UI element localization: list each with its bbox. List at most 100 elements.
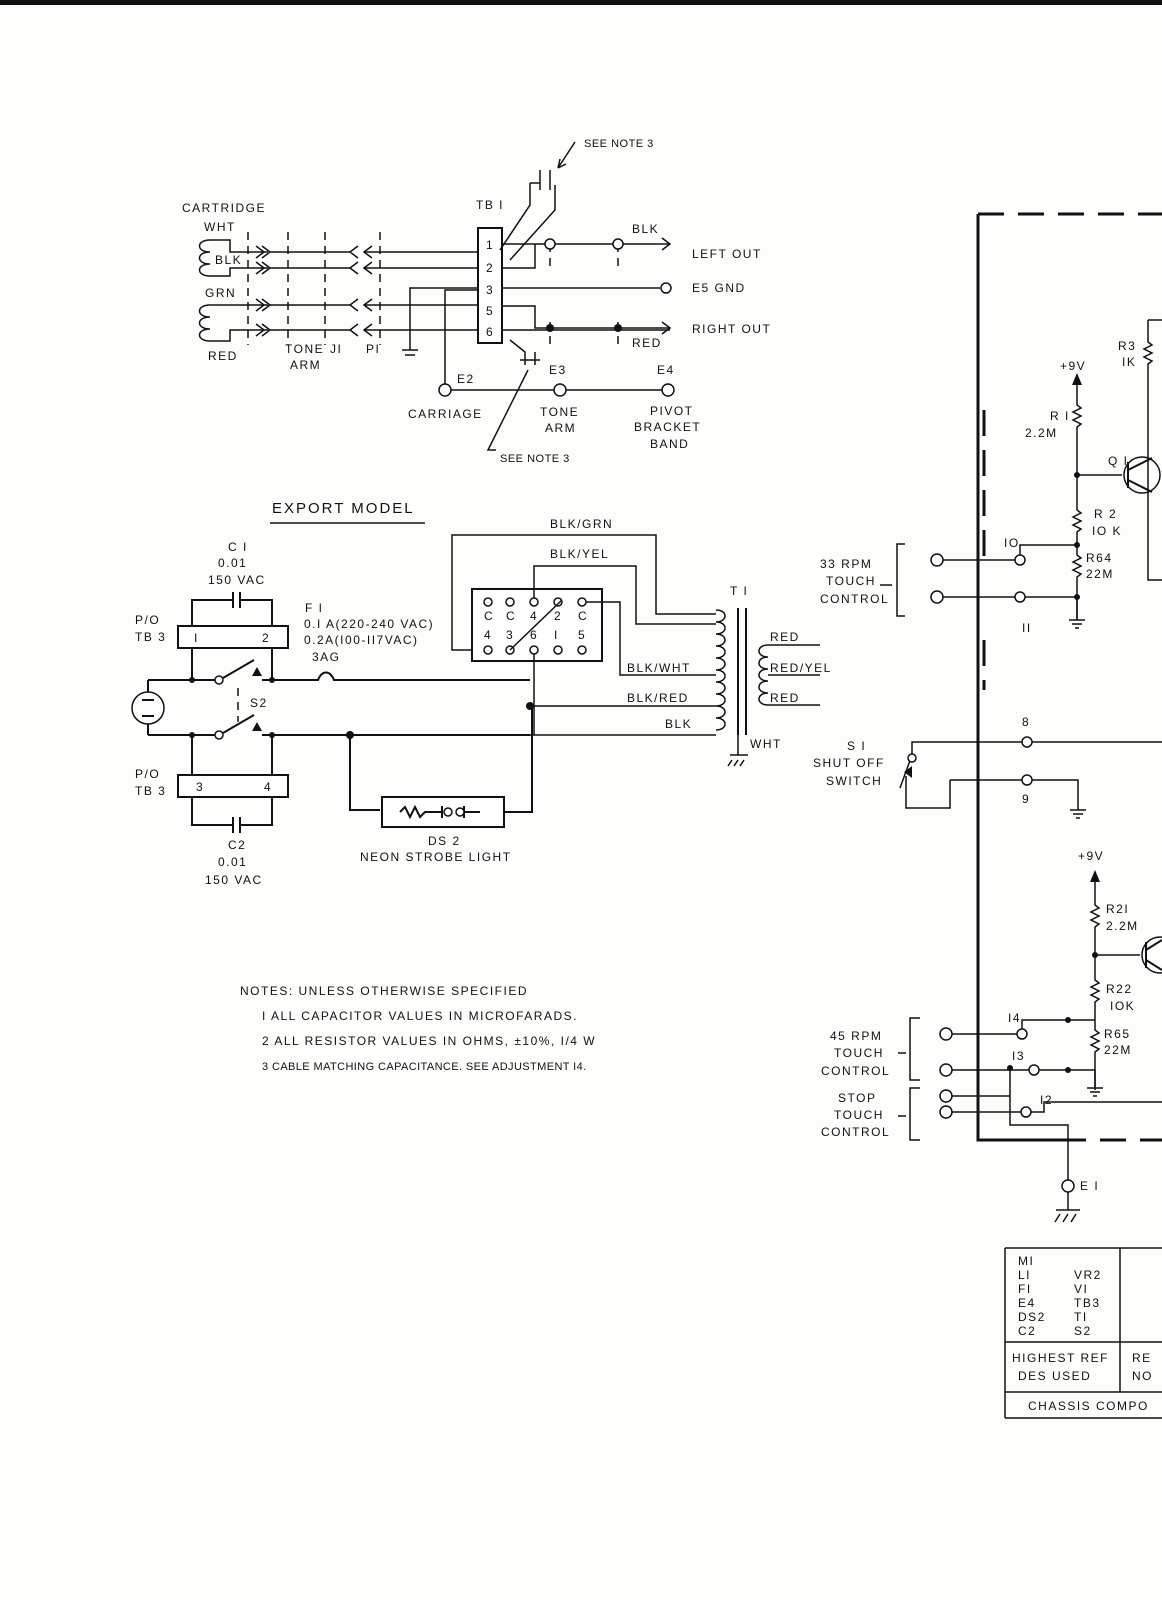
rpm33-bracket: [880, 543, 905, 617]
t1-primary: [715, 609, 726, 731]
q1-symbol: [1127, 457, 1153, 493]
mains-leads: [148, 679, 215, 736]
r2-r64-node: [1074, 542, 1080, 548]
right-out-label: RIGHT OUT: [692, 322, 771, 336]
cartridge-title: CARTRIDGE: [182, 201, 266, 215]
sel-row2-b: 3: [506, 628, 514, 642]
f1-rating-a: 0.I A(220-240 VAC): [304, 617, 434, 631]
tone-arm-wires: [270, 251, 350, 331]
e1-terminal: [1061, 1179, 1075, 1193]
node-9-label: 9: [1022, 792, 1030, 806]
cartridge-blk-label: BLK: [215, 253, 242, 267]
sel-row1-b: C: [506, 609, 516, 623]
reference-table: MI LI FI E4 DS2 C2 VR2 VI TB3 TI S2 HIGH…: [1004, 1247, 1162, 1419]
cartridge-section: CARTRIDGE WHT BLK GRN RED TONE ARM JI PI: [182, 201, 478, 372]
stop-leads: [952, 1095, 1021, 1113]
rpm33-pad-a[interactable]: [930, 553, 944, 567]
s2-blades: [222, 659, 255, 734]
r1-label: R I: [1050, 409, 1070, 423]
node-13-label: I3: [1012, 1049, 1025, 1063]
right-red-label: RED: [632, 336, 662, 350]
rpm33-label-a: 33 RPM: [820, 557, 872, 571]
arm-label: ARM: [545, 421, 576, 435]
node-11-label: II: [1022, 621, 1032, 635]
node-14-label: I4: [1008, 1011, 1021, 1025]
cartridge-wht-label: WHT: [204, 220, 236, 234]
sel-hole-9: [553, 645, 563, 655]
blk-red-label: BLK/RED: [627, 691, 689, 705]
rpm33-label-b: TOUCH: [826, 574, 876, 588]
band-label: BAND: [650, 437, 689, 451]
sel-row1-e: C: [578, 609, 588, 623]
rpm33-pad-b[interactable]: [930, 590, 944, 604]
tb3-terminal-3: 3: [196, 780, 204, 794]
node-12-return: [1009, 1068, 1069, 1180]
sel-row2-c: 6: [530, 628, 538, 642]
c1-value: 0.01: [218, 556, 247, 570]
table-header-2: DES USED: [1018, 1369, 1091, 1383]
lead-blk-yel: [533, 565, 716, 625]
e5-gnd-label: E5 GND: [692, 281, 746, 295]
blk-yel-label: BLK/YEL: [550, 547, 609, 561]
plug-arrows: [255, 245, 272, 337]
q1-transistor: [1123, 456, 1161, 494]
ds2-name: NEON STROBE LIGHT: [360, 850, 512, 864]
r22-label: R22: [1106, 982, 1133, 996]
node-11-terminal: [1014, 591, 1026, 603]
sel-hole-10: [577, 645, 587, 655]
r64-value: 22M: [1086, 567, 1114, 581]
shield-node-4: [614, 324, 622, 332]
r1-value: 2.2M: [1025, 426, 1058, 440]
tone-arm-label: TONE: [285, 342, 324, 356]
q1-label: Q I: [1108, 454, 1129, 468]
note3-cap-bottom: [509, 339, 540, 365]
table-footer: CHASSIS COMPO: [1028, 1399, 1149, 1413]
s1-label-c: SWITCH: [826, 774, 882, 788]
jack-arrows: [348, 245, 373, 337]
mains-run: [262, 671, 530, 811]
p9v-bottom-label: +9V: [1078, 849, 1104, 863]
audio-output: BLK LEFT OUT E5 GND RED RIGHT OUT SEE NO…: [486, 138, 771, 465]
tb3-bot-label: TB 3: [135, 784, 166, 798]
blk-wht-label: BLK/WHT: [627, 661, 691, 675]
table-c1-r4: E4: [1018, 1296, 1036, 1310]
r2-label: R 2: [1094, 507, 1117, 521]
left-blk-label: BLK: [632, 222, 659, 236]
table-c2-r1: VR2: [1074, 1268, 1102, 1282]
t1-label: T I: [730, 584, 748, 598]
sel-row1-c: 4: [530, 609, 538, 623]
t1-secondary: [758, 644, 769, 706]
node-12-label: I2: [1040, 1093, 1053, 1107]
table-header-4: NO: [1132, 1369, 1153, 1383]
p9v-top-label: +9V: [1060, 359, 1086, 373]
sel-row2-a: 4: [484, 628, 492, 642]
mains-plug-pins: [142, 680, 154, 735]
stop-pad-a[interactable]: [939, 1089, 953, 1103]
export-model-title: EXPORT MODEL: [272, 500, 415, 517]
cartridge-grn-label: GRN: [205, 286, 236, 300]
stop-pad-b[interactable]: [939, 1105, 953, 1119]
sel-jumper: [509, 599, 563, 735]
r21-r22-r65-chain: [1089, 880, 1101, 1090]
node-8-terminal: [1021, 736, 1033, 748]
tb1-body: [477, 227, 503, 344]
lead-blk-wht: [586, 601, 716, 676]
bracket-label: BRACKET: [634, 420, 701, 434]
sel-hole-4: [553, 597, 563, 607]
tb1-pin-5: 5: [486, 304, 494, 318]
sel-hole-5: [577, 597, 587, 607]
s1-contact: [907, 753, 917, 763]
node-9-terminal: [1021, 774, 1033, 786]
rpm45-pad-b[interactable]: [939, 1063, 953, 1077]
tb3-risers: [191, 648, 273, 775]
node-13-terminal: [1028, 1064, 1040, 1076]
p1-label: PI: [366, 342, 380, 356]
sel-hole-6: [483, 645, 493, 655]
rpm45-label-c: CONTROL: [821, 1064, 890, 1078]
tb1-pin-6: 6: [486, 325, 494, 339]
note3-arrow-bottom: [486, 369, 529, 451]
note3-label-top: SEE NOTE 3: [584, 138, 654, 150]
left-coil-symbol: [198, 239, 211, 277]
rpm45-pad-a[interactable]: [939, 1027, 953, 1041]
